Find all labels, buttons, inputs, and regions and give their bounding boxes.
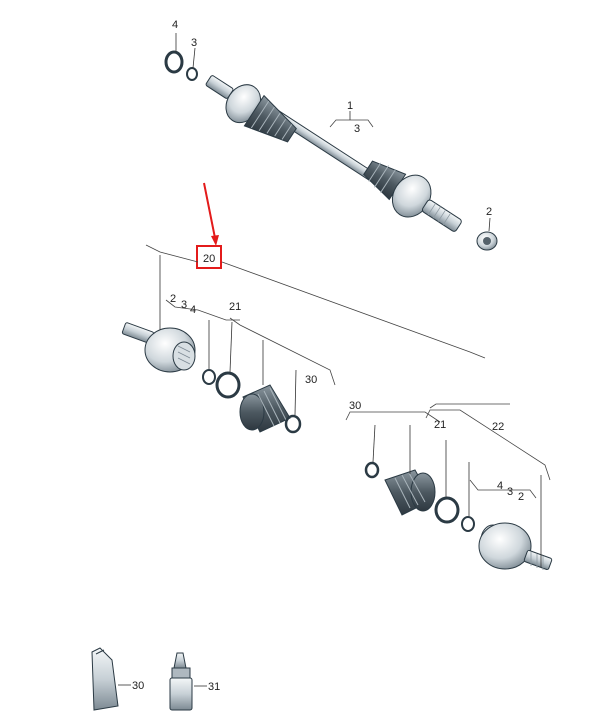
shaft-right-joint [363,160,462,232]
highlight-arrow [203,182,219,246]
callout-nut-2: 2 [486,206,492,218]
left-cv-joint-part [121,322,196,373]
top-ring-part [186,67,198,81]
left-clamp-part [215,371,241,399]
right-joint-kit [364,461,553,571]
callout-shaft-3: 3 [354,123,360,135]
left-small-clamp-part [284,414,302,434]
right-cv-joint-part [478,522,553,571]
callout-right-4: 4 [497,480,503,492]
callout-left-2: 2 [170,293,176,305]
callout-left-30: 30 [305,374,317,386]
callout-right-2: 2 [518,491,524,503]
shaft-left-joint [205,75,297,143]
right-clamp-part [434,496,460,524]
callout-tube-31: 31 [208,681,220,693]
right-boot-part [384,469,436,516]
callout-top-4: 4 [172,19,178,31]
shaft-nut-part [476,231,498,251]
right-small-clamp-part [364,461,380,479]
drive-shaft-assembly [164,50,498,251]
right-circlip-part [461,516,475,532]
callout-right-21: 21 [434,419,446,431]
callout-right-22: 22 [492,421,504,433]
grease-sachet-part [91,647,119,711]
callout-left-4: 4 [190,304,196,316]
sealant-tube-part [169,652,193,711]
callout-right-30: 30 [349,400,361,412]
callout-grease-30: 30 [132,680,144,692]
top-circlip-part [164,50,184,74]
highlight-box [196,245,222,269]
left-circlip-part [202,369,216,385]
callout-shaft-1: 1 [347,100,353,112]
callout-left-21: 21 [229,301,241,313]
callout-right-3: 3 [507,486,513,498]
callout-top-3: 3 [191,37,197,49]
left-boot-part [239,384,291,433]
left-joint-kit [121,322,302,434]
callout-kit-20: 20 [203,253,215,265]
callout-left-3: 3 [181,299,187,311]
